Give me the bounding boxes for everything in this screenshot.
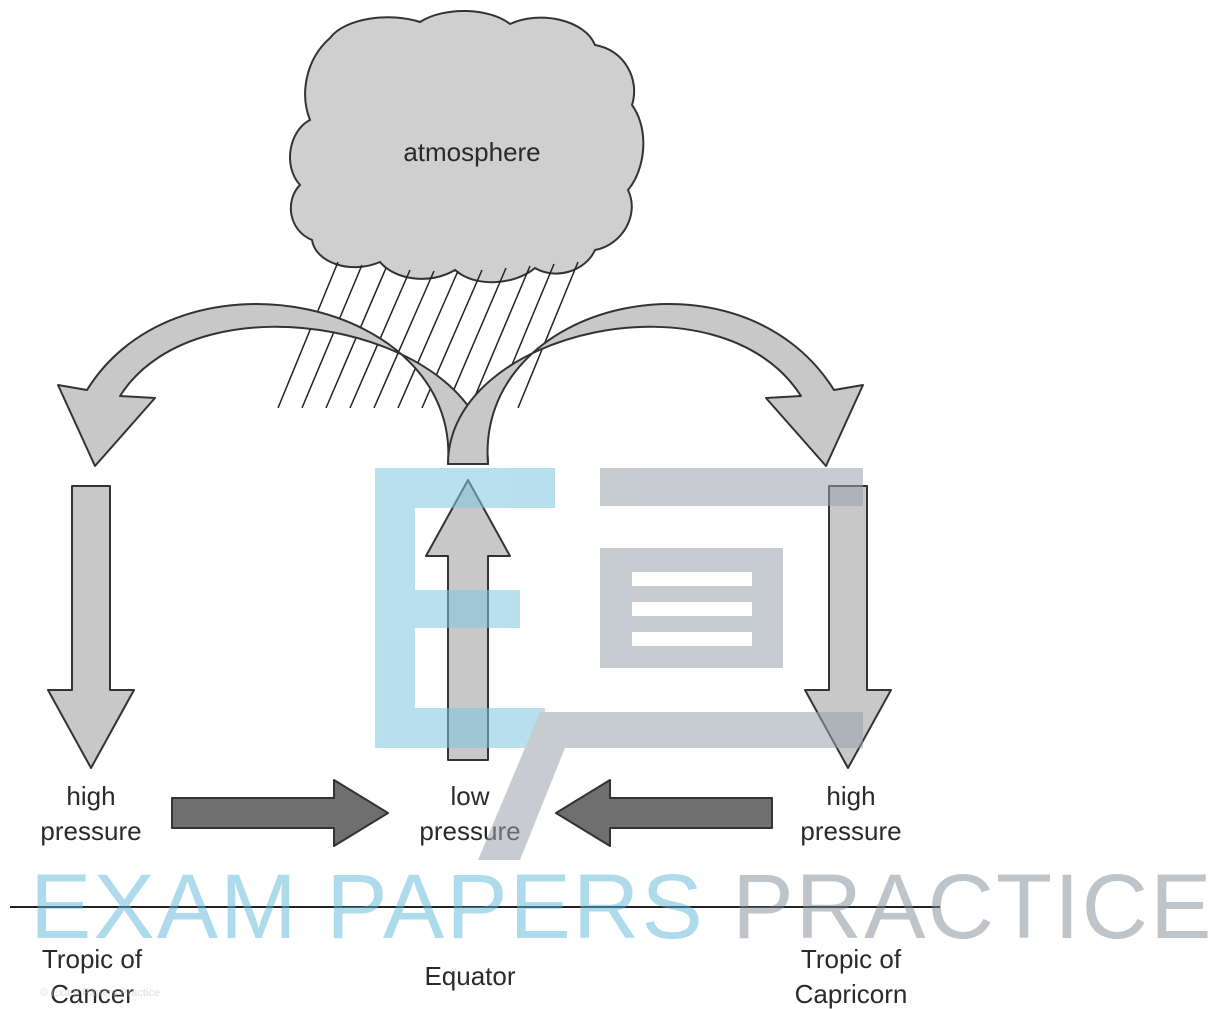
tropic-of-capricorn-line2: Capricorn <box>795 979 908 1009</box>
right-high-pressure-line2: pressure <box>800 816 901 846</box>
left-down-arrow <box>47 485 135 769</box>
right-surface-arrow <box>555 779 773 847</box>
watermark-text: EXAM PAPERS PRACTICE © Exam Papers Pract… <box>30 856 1213 999</box>
curved-arrow-left <box>57 303 489 467</box>
watermark-text-part2: PAPERS <box>326 856 732 958</box>
equator-label: Equator <box>424 961 515 991</box>
tropic-of-cancer-line1: Tropic of <box>42 944 143 974</box>
svg-text:EXAM PAPERS PRACTICE: EXAM PAPERS PRACTICE <box>30 856 1213 958</box>
tropic-of-capricorn-line1: Tropic of <box>801 944 902 974</box>
watermark-text-part3: PRACTICE <box>732 856 1213 958</box>
left-high-pressure-line2: pressure <box>40 816 141 846</box>
right-high-pressure-line1: high <box>826 781 875 811</box>
curved-arrow-right <box>447 303 864 467</box>
tropic-of-cancer-line2: Cancer <box>50 979 134 1009</box>
watermark-text-part1: EXAM <box>30 856 326 958</box>
left-high-pressure-line1: high <box>66 781 115 811</box>
atmosphere-label: atmosphere <box>403 137 540 167</box>
watermark-copyright: © Exam Papers Practice <box>40 987 160 999</box>
left-surface-arrow <box>171 779 389 847</box>
right-down-arrow <box>804 485 892 769</box>
watermark-logo <box>375 468 863 860</box>
center-low-pressure-line1: low <box>450 781 489 811</box>
atmosphere-cloud: atmosphere <box>288 9 645 284</box>
